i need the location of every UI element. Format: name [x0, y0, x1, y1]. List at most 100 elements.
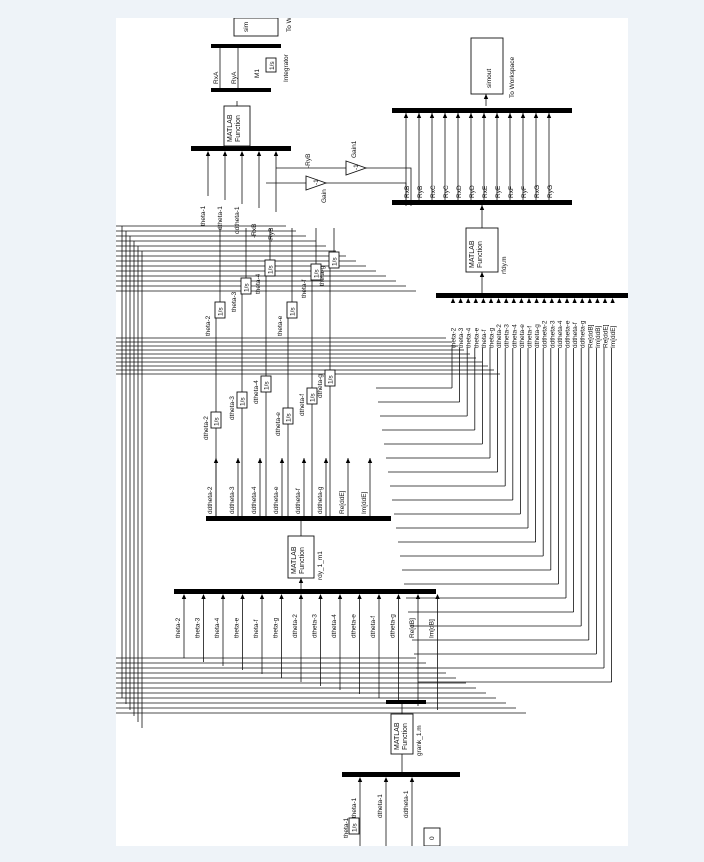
integrator-label: 1/s — [218, 307, 225, 316]
gain1-value: -1 — [353, 164, 360, 170]
integrator-label: 1/s — [214, 417, 221, 426]
right-demux-label-12: ddtheta-2 — [542, 320, 549, 348]
integrator-bottom[interactable] — [348, 817, 360, 835]
matlab-function-grank-text: Function — [402, 723, 409, 750]
top-bus-label-3: -RxB — [251, 224, 258, 238]
demux-input-arrow — [337, 594, 343, 599]
demux-input-arrow — [549, 298, 554, 303]
integ-first-label-3: dtheta-e — [275, 412, 282, 436]
matlab-function-mid-text: Function — [299, 547, 306, 574]
ryb-output-label: -RyB — [305, 154, 312, 168]
reaction-label-3: RyC — [443, 185, 450, 198]
mid-demux-label-4: ddtheta-f — [295, 488, 302, 514]
arrow-up-icon — [301, 458, 307, 463]
top-bus-label-1: dtheta-1 — [217, 206, 224, 230]
mux-input-arrow — [409, 777, 415, 782]
mux-input-arrow — [205, 151, 211, 156]
reaction-label-11: RyG — [547, 185, 554, 198]
integrator-label: 1/s — [240, 397, 247, 406]
gain-label: Gain — [321, 189, 328, 203]
integrator-name: Integrator — [283, 53, 290, 82]
reaction-label-9: RyF — [521, 186, 528, 198]
right-demux-bar[interactable] — [436, 293, 628, 298]
integ-second-label-5: theta-g — [319, 265, 326, 286]
rxa-label: RxA — [213, 71, 220, 84]
demux14-label-9: dtheta-e — [351, 614, 358, 638]
top-workspace-label: To Work — [286, 18, 293, 32]
integrator-label: 1/s — [310, 393, 317, 402]
signal-line — [366, 167, 412, 206]
demux14-label-1: theta-3 — [195, 617, 202, 638]
mux-input-arrow — [222, 151, 228, 156]
mid-demux-bar[interactable] — [206, 516, 391, 521]
mid-demux-label-3: ddtheta-e — [273, 486, 280, 514]
integrator-label: 1/s — [264, 381, 271, 390]
reaction-label-1: RyB — [417, 186, 424, 198]
top-bus-label-0: theta-1 — [200, 205, 207, 226]
mid-demux-label-1: ddtheta-3 — [229, 486, 236, 514]
mid-demux-label-0: ddtheta-2 — [207, 486, 214, 514]
reaction-label-4: RxD — [456, 185, 463, 198]
demux-input-arrow — [396, 594, 401, 599]
demux-input-arrow — [298, 594, 304, 599]
bottom-mux-bar[interactable] — [342, 772, 460, 777]
simout-label: simout — [486, 69, 493, 88]
gain1-label: Gain1 — [351, 140, 358, 158]
demux14-label-13: Im[dB] — [429, 619, 436, 638]
integ-first-label-5: dtheta-g — [317, 374, 324, 398]
top-demux-bar[interactable] — [211, 88, 271, 92]
arrow-up-icon — [235, 458, 241, 463]
demux-input-arrow — [496, 298, 501, 303]
integrator-label: 1/s — [269, 61, 276, 70]
top-sim-label: sim — [243, 22, 250, 32]
demux14-label-12: Re[dB] — [409, 618, 416, 638]
top-mux-bar[interactable] — [191, 146, 291, 151]
right-demux-label-4: theta-f — [481, 329, 488, 348]
demux14-label-8: dtheta-4 — [331, 614, 338, 638]
demux-input-arrow — [610, 298, 615, 303]
top-output-bar[interactable] — [211, 44, 281, 48]
demux-input-arrow — [466, 298, 471, 303]
reaction-label-8: RxF — [508, 186, 515, 198]
arrow-up-icon — [323, 458, 329, 463]
demux14-label-7: dtheta-3 — [312, 614, 319, 638]
grank-output-bar[interactable] — [386, 700, 426, 704]
demux-input-arrow — [473, 298, 478, 303]
matlab-function-rdy-text: Function — [477, 241, 484, 268]
demux-input-arrow — [519, 298, 524, 303]
demux-input-arrow — [602, 298, 608, 303]
arrow-up-icon — [367, 458, 373, 463]
reaction-demux-bar[interactable] — [392, 200, 572, 205]
bottom-label-0: theta-1 — [351, 797, 358, 818]
demux14-label-10: dtheta-f — [370, 616, 377, 638]
demux-input-arrow — [415, 594, 421, 599]
right-demux-label-0: theta-2 — [451, 327, 458, 348]
mux-input-arrow — [256, 151, 262, 156]
reaction-mux-bar[interactable] — [392, 108, 572, 113]
demux14-label-5: theta-g — [273, 617, 280, 638]
mux-input-arrow — [520, 113, 526, 118]
top-demux-14-bar[interactable] — [174, 589, 436, 594]
arrow-up-icon — [483, 94, 489, 99]
right-demux-label-18: Re[ddB] — [587, 324, 594, 348]
demux-input-arrow — [595, 298, 600, 303]
to-workspace-top[interactable] — [233, 18, 279, 37]
integrator-label: 1/s — [244, 283, 251, 292]
bottom-block[interactable] — [423, 827, 441, 846]
arrow-up-icon — [257, 458, 263, 463]
demux-input-arrow — [357, 594, 362, 599]
arrow-up-icon — [279, 458, 285, 463]
integ-first-label-1: dtheta-3 — [229, 396, 236, 420]
bottom-theta-label: theta-1 — [343, 817, 350, 838]
demux14-label-4: theta-f — [253, 619, 260, 638]
demux-input-arrow — [542, 298, 547, 303]
right-demux-label-13: ddtheta-3 — [549, 320, 556, 348]
simout-block[interactable] — [470, 37, 504, 95]
bottom-label-1: dtheta-1 — [377, 794, 384, 818]
gain-value: -1 — [313, 179, 320, 185]
integrator-block-top[interactable] — [265, 57, 277, 73]
mux-input-arrow — [533, 113, 539, 118]
integ-first-label-0: dtheta-2 — [203, 416, 210, 440]
